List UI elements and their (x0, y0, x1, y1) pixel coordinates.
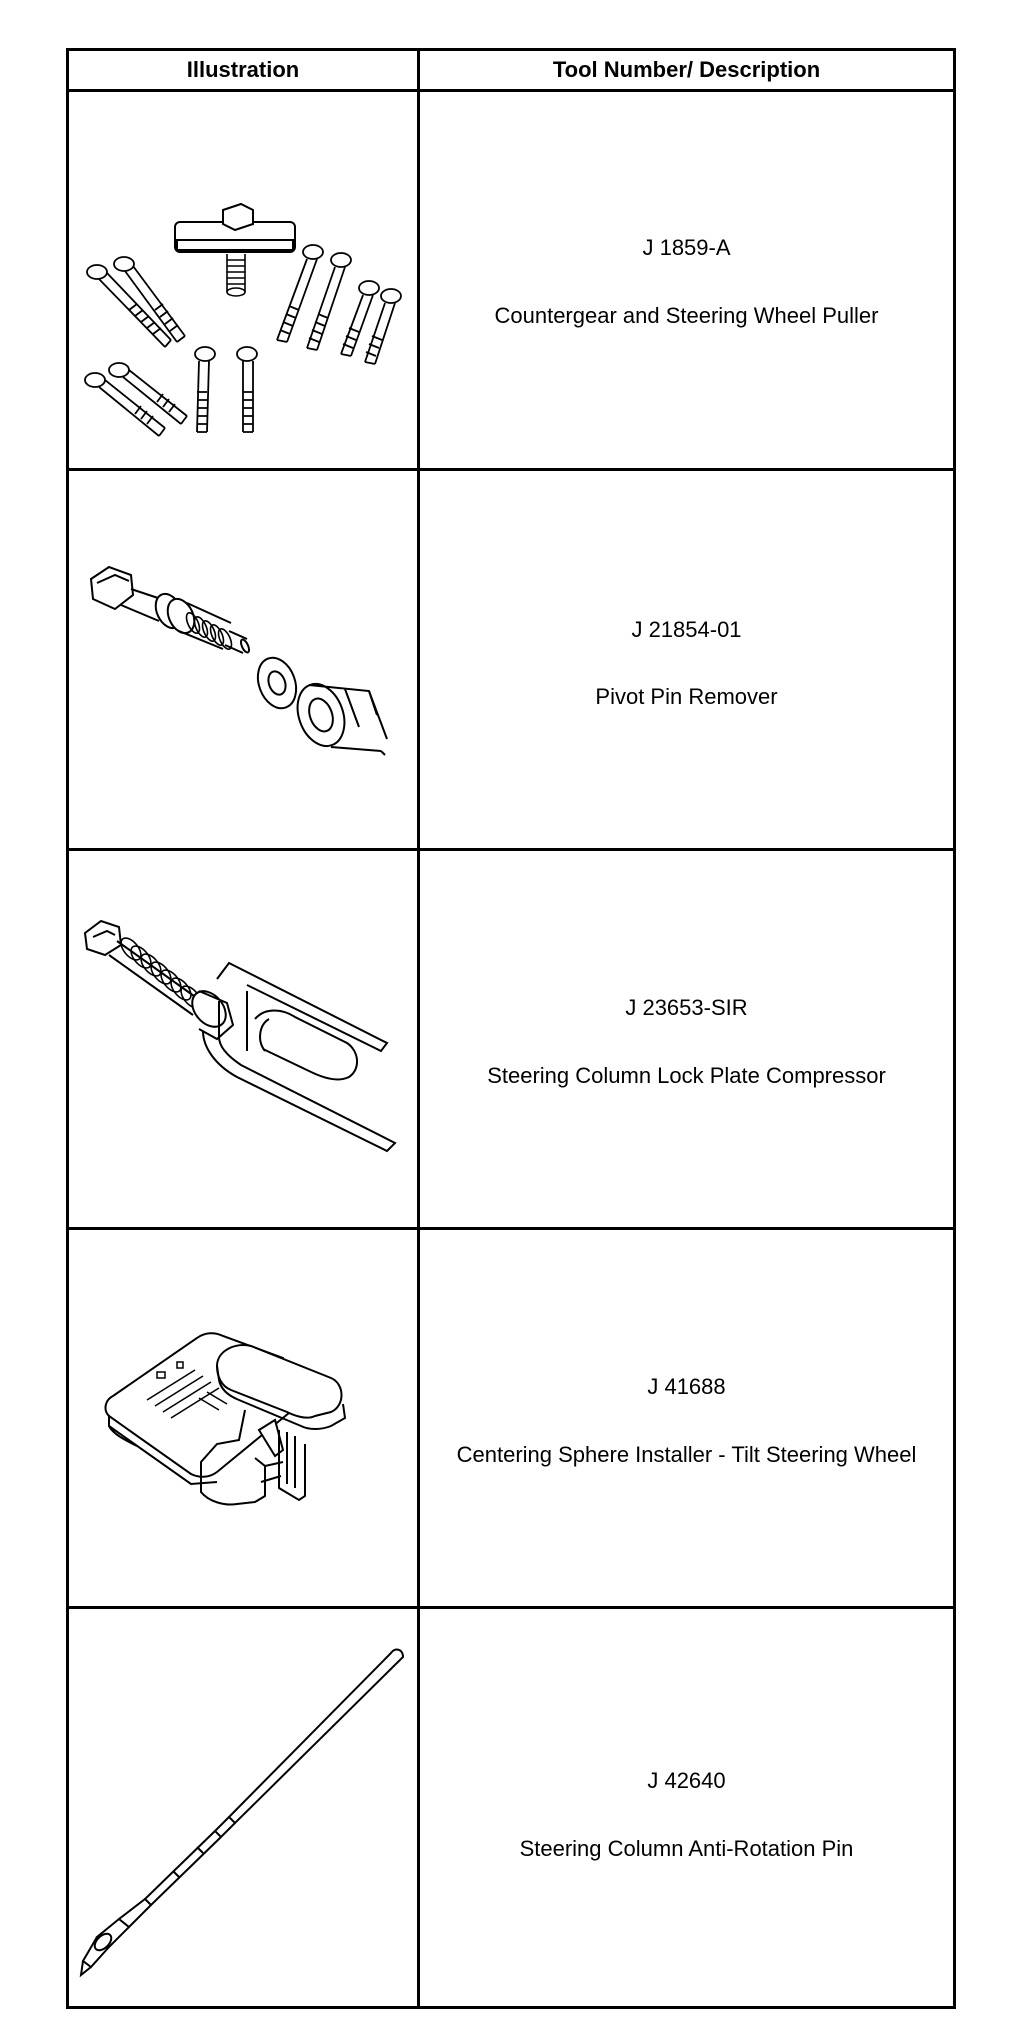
tool-description: Steering Column Lock Plate Compressor (487, 1063, 886, 1088)
table-row: J 41688 Centering Sphere Installer - Til… (69, 1230, 953, 1609)
header-tool-description: Tool Number/ Description (552, 57, 821, 82)
pivot-pin-remover-icon (69, 471, 417, 848)
tool-cell: J 1859-A Countergear and Steering Wheel … (420, 92, 953, 468)
centering-sphere-installer-icon (69, 1230, 417, 1606)
tool-description: Steering Column Anti-Rotation Pin (519, 1836, 854, 1861)
tool-cell: J 41688 Centering Sphere Installer - Til… (420, 1230, 953, 1606)
table-row: J 1859-A Countergear and Steering Wheel … (69, 92, 953, 471)
table-row: J 42640 Steering Column Anti-Rotation Pi… (69, 1609, 953, 2006)
countergear-puller-icon (69, 92, 417, 468)
column-divider (417, 51, 420, 2006)
tool-number: J 21854-01 (631, 617, 742, 642)
tool-description: Countergear and Steering Wheel Puller (494, 303, 879, 328)
tool-cell: J 21854-01 Pivot Pin Remover (420, 471, 953, 848)
lock-plate-compressor-icon (69, 851, 417, 1227)
header-illustration: Illustration (186, 57, 300, 82)
tool-description: Centering Sphere Installer - Tilt Steeri… (456, 1442, 917, 1467)
tool-cell: J 42640 Steering Column Anti-Rotation Pi… (420, 1609, 953, 2006)
table-row: J 21854-01 Pivot Pin Remover (69, 471, 953, 851)
tool-number: J 23653-SIR (625, 995, 748, 1020)
tool-table: Illustration Tool Number/ Description (66, 48, 956, 2009)
tool-number: J 42640 (647, 1768, 726, 1793)
tool-cell: J 23653-SIR Steering Column Lock Plate C… (420, 851, 953, 1227)
tool-description: Pivot Pin Remover (595, 684, 778, 709)
table-header: Illustration Tool Number/ Description (69, 51, 953, 92)
anti-rotation-pin-icon (69, 1609, 417, 2006)
tool-number: J 41688 (647, 1374, 726, 1399)
table-row: J 23653-SIR Steering Column Lock Plate C… (69, 851, 953, 1230)
tool-number: J 1859-A (642, 235, 731, 260)
